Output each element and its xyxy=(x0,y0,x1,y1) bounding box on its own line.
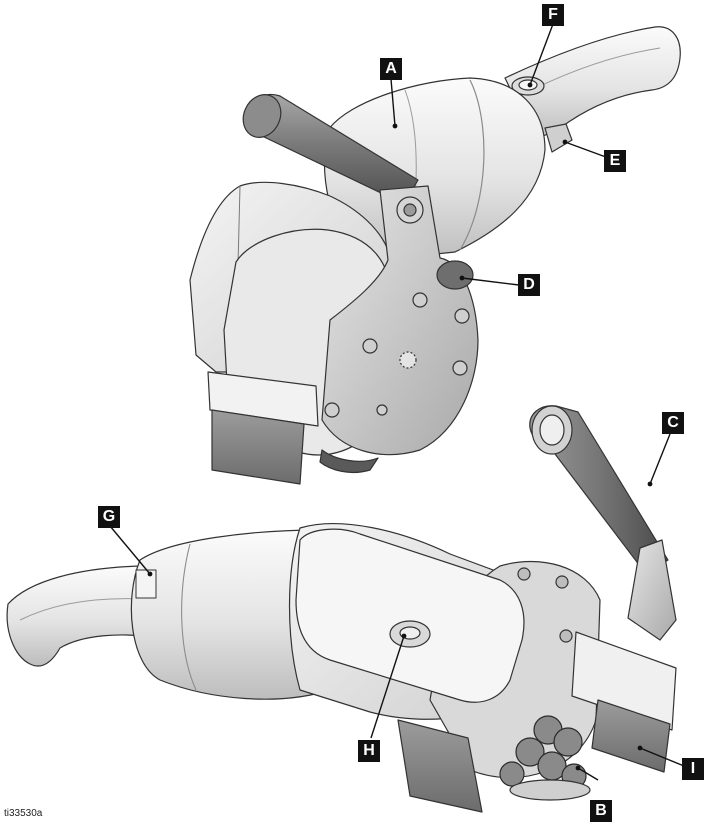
callout-e: E xyxy=(604,150,626,172)
front-guard-top xyxy=(207,371,319,427)
callout-c: C xyxy=(662,412,684,434)
callout-b: B xyxy=(590,800,612,822)
drum-base xyxy=(509,779,591,801)
bolt xyxy=(454,308,470,324)
bolt xyxy=(376,404,388,416)
handle-arm xyxy=(627,539,677,641)
callout-i: I xyxy=(682,758,704,780)
bolt xyxy=(412,292,428,308)
rear-handle-bottom xyxy=(6,565,171,667)
callout-f: F xyxy=(542,4,564,26)
callout-d: D xyxy=(518,274,540,296)
adjust-knob xyxy=(436,260,474,290)
bolt xyxy=(555,575,569,589)
vent-label xyxy=(135,569,157,599)
rear-handle-top xyxy=(504,26,681,141)
bottom-view xyxy=(6,405,677,813)
blade-right-bottom xyxy=(591,699,671,773)
callout-a: A xyxy=(380,58,402,80)
gear-center xyxy=(399,351,417,369)
blade-left-bottom xyxy=(397,719,483,813)
callout-h: H xyxy=(358,740,380,762)
front-guard-bottom xyxy=(571,631,677,731)
cutter-teeth-top xyxy=(319,449,379,474)
bolt xyxy=(324,402,340,418)
leader-lines xyxy=(109,23,685,781)
bolt xyxy=(559,629,573,643)
gearbox-cap xyxy=(295,528,525,703)
lock-lever xyxy=(544,123,573,153)
motor-housing-bottom xyxy=(130,529,331,700)
figure-id: ti33530a xyxy=(4,808,43,819)
callout-g: G xyxy=(98,506,120,528)
side-plate-top xyxy=(321,185,479,456)
bolt xyxy=(362,338,378,354)
bolt xyxy=(517,567,531,581)
bolt xyxy=(452,360,468,376)
top-view xyxy=(189,26,681,485)
blade-top xyxy=(211,409,305,485)
